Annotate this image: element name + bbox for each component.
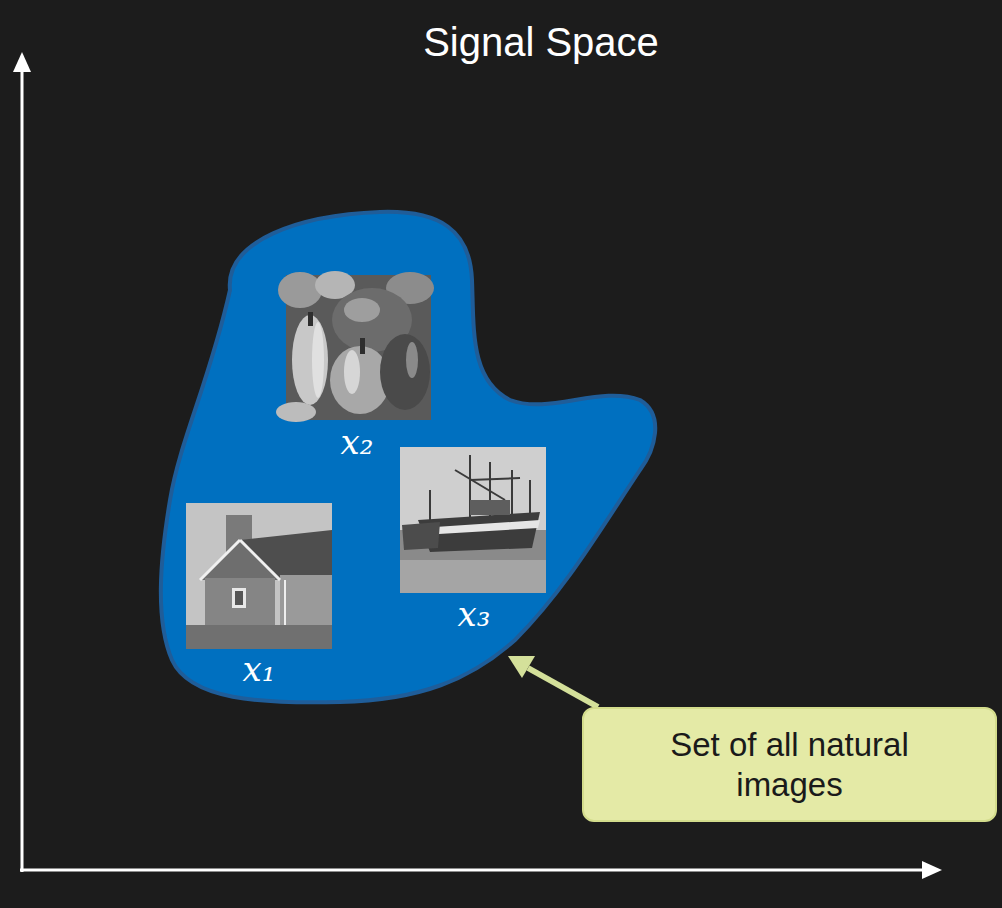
- axis-arrowhead: [13, 52, 31, 72]
- natural-image-region: [161, 212, 655, 703]
- y-axis: [21, 70, 24, 872]
- callout-box: Set of all natural images: [582, 707, 997, 822]
- image-label: x₁: [243, 651, 276, 688]
- diagram-title: Signal Space: [423, 20, 659, 65]
- image-label: x₃: [458, 596, 491, 633]
- boats-image: [400, 447, 546, 593]
- peppers-image: [276, 271, 434, 422]
- x-axis: [20, 869, 922, 872]
- image-label: x₂: [341, 424, 374, 461]
- axis-arrowhead: [922, 861, 942, 879]
- callout-text: Set of all natural images: [625, 725, 955, 804]
- house-image: [186, 503, 332, 649]
- callout-arrow: [508, 656, 598, 707]
